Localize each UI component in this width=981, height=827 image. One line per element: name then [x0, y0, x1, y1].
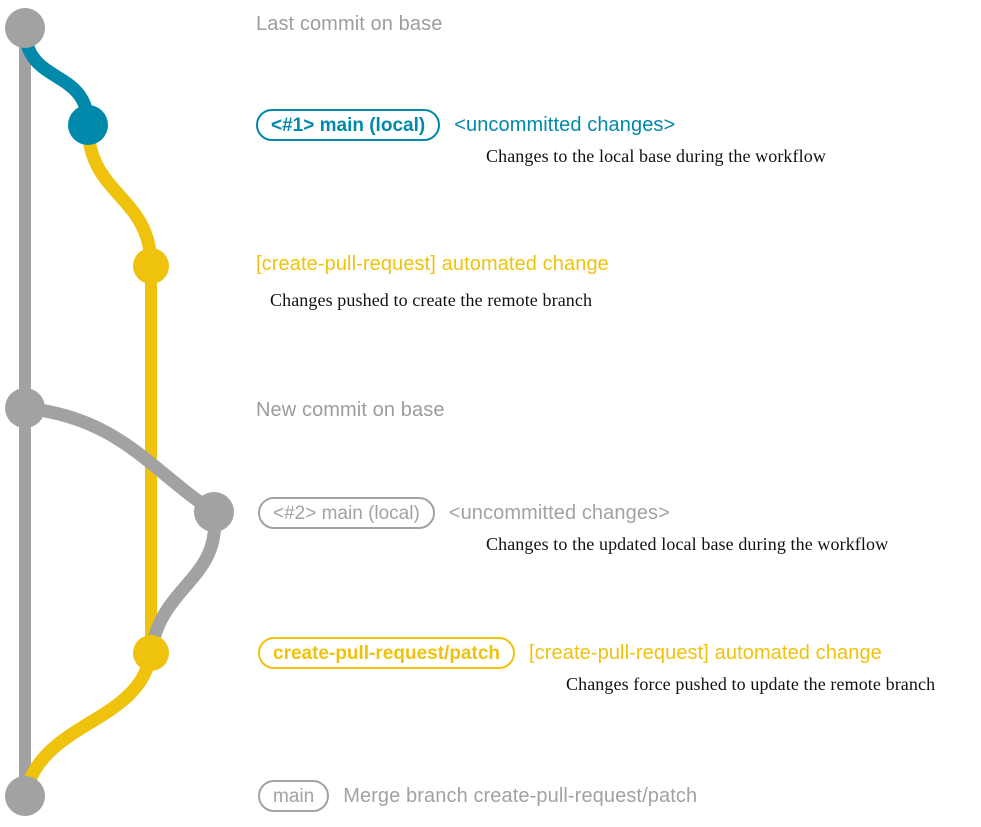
row-new-commit-on-base: New commit on base [256, 399, 445, 422]
commit-subject-merge: Merge branch create-pull-request/patch [343, 784, 698, 807]
row-local-1: <#1> main (local) <uncommitted changes> [256, 109, 675, 141]
ref-pill-main-local-2[interactable]: <#2> main (local) [258, 497, 435, 529]
commit-node-base-last [5, 8, 45, 48]
row-heading-new-commit-on-base: New commit on base [256, 399, 445, 421]
row-patch-2: create-pull-request/patch [create-pull-r… [258, 637, 882, 669]
commit-description-patch-2: Changes force pushed to update the remot… [566, 674, 936, 694]
ref-pill-main[interactable]: main [258, 780, 330, 812]
commit-description-patch-1: Changes pushed to create the remote bran… [270, 290, 593, 310]
commit-subject-patch-1: [create-pull-request] automated change [256, 253, 609, 275]
commit-subject-patch-2: [create-pull-request] automated change [529, 641, 882, 664]
row-local-2: <#2> main (local) <uncommitted changes> [258, 497, 670, 529]
commit-description-local-2: Changes to the updated local base during… [486, 534, 889, 554]
commit-subject-local-1: <uncommitted changes> [454, 113, 676, 136]
commit-node-base-merge [5, 776, 45, 816]
commit-node-patch-2 [133, 635, 169, 671]
edge-patch-2-to-merge [18, 646, 158, 803]
row-last-commit-on-base: Last commit on base [256, 13, 442, 36]
row-merge: main Merge branch create-pull-request/pa… [258, 780, 697, 812]
edge-local-1-to-patch-1 [81, 118, 158, 273]
commit-node-patch-1 [133, 248, 169, 284]
row-patch-1: [create-pull-request] automated change [256, 253, 609, 276]
commit-subject-local-2: <uncommitted changes> [448, 501, 670, 524]
commit-node-base-new [5, 388, 45, 428]
commit-node-local-1 [68, 105, 108, 145]
commit-description-local-1: Changes to the local base during the wor… [486, 146, 826, 166]
commit-node-local-2 [194, 492, 234, 532]
commit-graph-svg [5, 8, 234, 816]
ref-pill-create-pull-request-patch[interactable]: create-pull-request/patch [258, 637, 515, 669]
ref-pill-main-local-1[interactable]: <#1> main (local) [256, 109, 441, 141]
row-heading-last-commit-on-base: Last commit on base [256, 13, 443, 35]
edge-local-2-to-patch-2 [144, 505, 222, 660]
edge-base-new-to-local-2 [18, 401, 221, 519]
